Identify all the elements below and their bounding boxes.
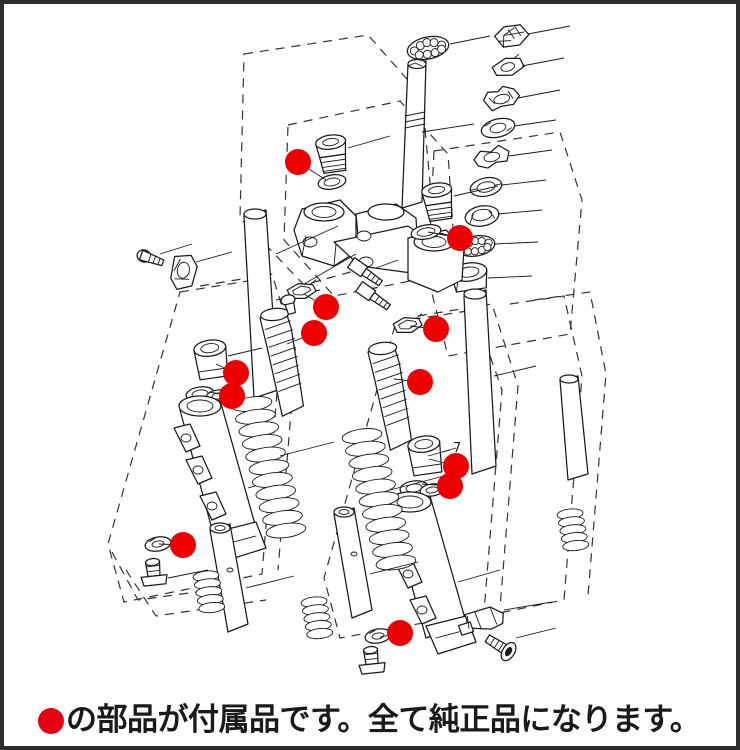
exploded-parts-drawing: .ln{fill:none;stroke:#1a1a1a;stroke-widt… <box>107 24 607 675</box>
caption-bar: の部品が付属品です。全て純正品になります。 <box>4 690 736 746</box>
marker-dot <box>223 360 249 386</box>
marker-dot <box>387 620 413 646</box>
marker-dot <box>170 532 196 558</box>
cable-clamp-bolt <box>136 243 233 291</box>
callout-7-label: 7 <box>453 441 461 456</box>
upper-bearing-race <box>406 35 491 61</box>
left-fork-spring <box>230 391 335 543</box>
marker-dot <box>407 369 433 395</box>
steering-stem-hardware-stack <box>450 24 571 293</box>
lower-triple-clamp <box>275 199 465 293</box>
marker-dot <box>443 453 469 479</box>
right-fork-inner-tube <box>463 288 537 475</box>
right-fork-spring <box>340 423 445 575</box>
callout-number-7: 7 <box>427 441 461 457</box>
left-fork-seal-clip <box>286 279 317 300</box>
right-fork-slider <box>388 491 501 655</box>
right-outer-tube-partial <box>556 374 590 553</box>
marker-dot <box>423 316 449 342</box>
right-damper-rod <box>333 506 419 619</box>
fork-cap-oring-right <box>410 224 442 240</box>
left-fork-bottom-hardware <box>140 536 226 615</box>
fork-cap-bolt-right <box>421 182 499 222</box>
left-fork-slider <box>173 395 291 561</box>
right-fork-seal-clip <box>392 313 423 334</box>
steering-stem-shaft <box>401 58 475 209</box>
fork-cap-bolt-left <box>315 134 391 174</box>
diagram-canvas: .ln{fill:none;stroke:#1a1a1a;stroke-widt… <box>4 4 736 690</box>
right-fork-bottom-hardware <box>300 594 392 675</box>
marker-dot <box>219 383 245 409</box>
marker-dot <box>447 225 473 251</box>
marker-dot <box>437 473 463 499</box>
caption-text: の部品が付属品です。全て純正品になります。 <box>66 701 701 738</box>
bracket-flange-bolt <box>484 627 557 662</box>
upper-clamp-small-bolt <box>280 294 296 315</box>
group-boundary-outer-right <box>473 291 607 619</box>
marker-dot <box>285 149 311 175</box>
brake-hose-bracket <box>457 601 553 636</box>
included-part-markers <box>158 149 473 646</box>
marker-dot <box>301 320 327 346</box>
fork-cap-oring-left <box>317 174 347 190</box>
right-fork-oil-seal-group <box>399 435 457 497</box>
caption-red-dot-symbol <box>38 708 64 734</box>
marker-dot <box>313 294 339 320</box>
clamp-pinch-bolts <box>347 257 399 311</box>
